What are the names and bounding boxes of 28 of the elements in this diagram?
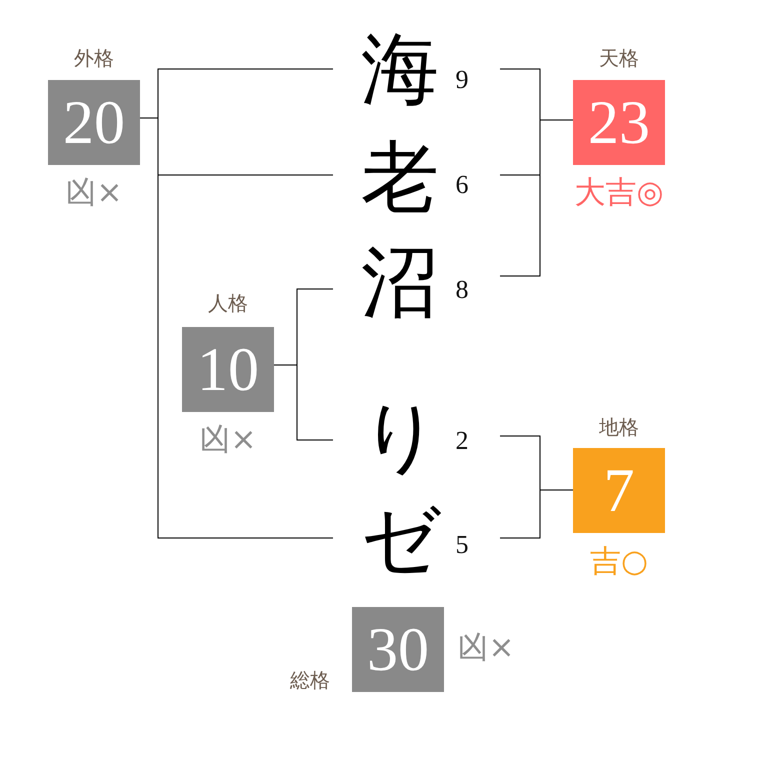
name-character: ゼ [361,501,441,579]
category-label: 外格 [74,48,114,68]
stroke-count: 2 [456,428,468,454]
fortune-label: 凶× [200,424,256,456]
fortune-label: 大吉◎ [574,178,664,208]
category-label: 総格 [290,670,330,690]
name-character: り [361,398,441,476]
fortune-label: 凶× [458,632,514,664]
score-tile: 10 [182,327,274,412]
category-label: 人格 [208,293,248,313]
connector-line [500,490,574,538]
stroke-count: 5 [456,532,468,558]
score-tile: 20 [48,80,140,165]
stroke-count: 8 [456,277,468,303]
category-label: 天格 [599,48,639,68]
name-character: 海 [361,31,439,109]
score-tile: 7 [573,448,665,533]
name-character: 老 [361,139,439,217]
score-tile: 23 [573,80,665,165]
score-tile: 30 [352,607,444,692]
stroke-count: 6 [456,172,468,198]
fortune-label: 吉○ [590,546,648,578]
stroke-count: 9 [456,67,468,93]
name-character: 沼 [361,244,439,322]
category-label: 地格 [599,417,639,437]
connector-line [274,364,334,440]
fortune-label: 凶× [66,178,122,208]
connector-line [500,120,574,276]
